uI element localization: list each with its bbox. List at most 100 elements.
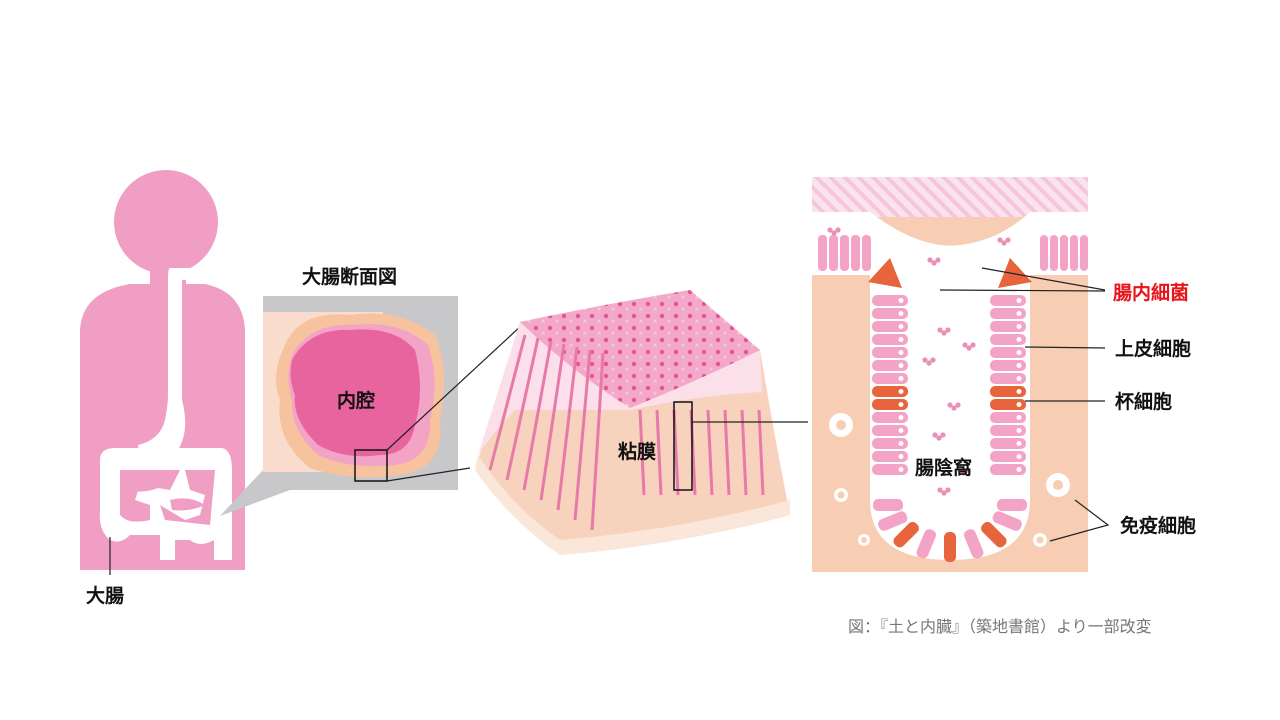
cell-nucleus [1016, 337, 1022, 342]
cell-nucleus [898, 428, 904, 433]
bacterium [935, 257, 941, 263]
villus [556, 346, 579, 511]
epithelial-leader [1024, 346, 1106, 349]
bacterium [957, 467, 963, 473]
villus [638, 409, 646, 496]
epithelial-cell [1070, 235, 1078, 271]
cell-nucleus [1016, 376, 1022, 381]
cell-nucleus [898, 337, 904, 342]
cell-nucleus [1016, 402, 1022, 407]
bacterium [1005, 237, 1011, 243]
bacterium [1001, 240, 1007, 246]
epithelial-cell [862, 235, 871, 271]
crypt-label: 腸陰窩 [915, 456, 972, 479]
bacterium [951, 405, 957, 411]
bacterium [955, 402, 961, 408]
bacterium [930, 357, 936, 363]
epithelial-cell [963, 529, 984, 559]
bacterium [831, 230, 837, 236]
epithelial-cell [873, 499, 903, 511]
cell-nucleus [898, 376, 904, 381]
bacterium [936, 435, 942, 441]
cell-nucleus [898, 389, 904, 394]
epithelial-cell [872, 373, 908, 384]
bacteria-leader-2 [939, 289, 1106, 292]
epithelial-cell [840, 235, 849, 271]
bacterium [926, 360, 932, 366]
cross-section-title: 大腸断面図 [302, 265, 397, 288]
epithelial-cell [1080, 235, 1088, 271]
cell-nucleus [898, 298, 904, 303]
epithelial-cell [872, 360, 908, 371]
cell-nucleus [898, 324, 904, 329]
epithelial-cell [990, 321, 1026, 332]
cell-nucleus [1016, 389, 1022, 394]
epithelial-cell [872, 347, 908, 358]
villus [488, 334, 527, 471]
villus [706, 409, 714, 496]
epithelial-cell [872, 308, 908, 319]
epithelial-cell-label: 上皮細胞 [1115, 337, 1191, 360]
bacterium [965, 467, 971, 473]
epithelial-cell [872, 295, 908, 306]
epithelial-cell [1050, 235, 1058, 271]
cell-nucleus [1016, 311, 1022, 316]
goblet-cell [998, 258, 1032, 288]
epithelial-cell [990, 438, 1026, 449]
zoom-line-top [386, 324, 523, 451]
immune-leader [1049, 499, 1110, 542]
cell-nucleus [1016, 441, 1022, 446]
epithelial-cell [990, 308, 1026, 319]
cell-nucleus [1016, 428, 1022, 433]
bacteria-leader-1 [981, 267, 1106, 291]
zoom-line-bottom [386, 467, 471, 482]
epithelial-cell [990, 295, 1026, 306]
epithelial-cell [893, 521, 919, 548]
epithelial-cell [990, 373, 1026, 384]
epithelial-cell [992, 511, 1022, 531]
epithelial-cell [818, 235, 827, 271]
immune-cell-label: 免疫細胞 [1120, 514, 1196, 537]
esophagus [138, 268, 205, 464]
villus [723, 409, 731, 496]
epithelial-cell [990, 464, 1026, 475]
goblet-cell-label: 杯細胞 [1115, 390, 1172, 413]
cell-nucleus [898, 441, 904, 446]
bacterium [835, 227, 841, 233]
large-intestine-label: 大腸 [86, 584, 124, 607]
mucosa-block [475, 290, 790, 555]
cell-nucleus [1016, 467, 1022, 472]
goblet-cell [872, 386, 908, 397]
epithelial-cell [1060, 235, 1068, 271]
epithelial-cell [997, 499, 1027, 511]
source-caption: 図：『土と内臓』（築地書館）より一部改変 [848, 617, 1152, 636]
immune-cells [829, 413, 1070, 547]
bacterium [941, 330, 947, 336]
villus [522, 340, 553, 491]
callout-wedge [220, 470, 290, 516]
bacterium [922, 357, 928, 363]
bacterium [941, 490, 947, 496]
goblet-cell [990, 386, 1026, 397]
cell-nucleus [898, 402, 904, 407]
epithelial-cell [990, 360, 1026, 371]
cell-nucleus [898, 467, 904, 472]
villus [505, 337, 540, 481]
mucosa-label: 粘膜 [618, 440, 656, 463]
epithelial-cell [851, 235, 860, 271]
epithelial-cell [872, 438, 908, 449]
goblet-cell [872, 399, 908, 410]
bacterium [927, 257, 933, 263]
gut-bacteria-label: 腸内細菌 [1113, 281, 1189, 304]
bacterium [931, 260, 937, 266]
bacterium [947, 402, 953, 408]
epithelial-cell [872, 451, 908, 462]
cell-nucleus [1016, 298, 1022, 303]
epithelial-cell [872, 464, 908, 475]
bacterium [970, 342, 976, 348]
bacterium [945, 327, 951, 333]
bacterium [966, 345, 972, 351]
epithelial-cell [1040, 235, 1048, 271]
cell-nucleus [1016, 324, 1022, 329]
